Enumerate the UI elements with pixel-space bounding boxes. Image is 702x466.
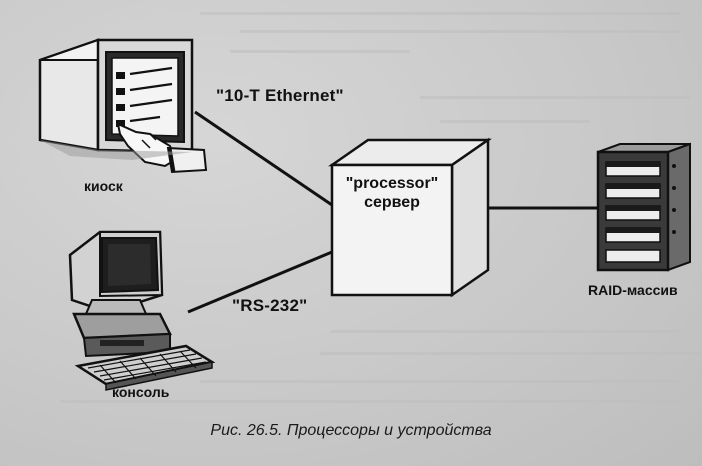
console-label: консоль: [112, 384, 170, 400]
server-label-line2: сервер: [364, 194, 420, 211]
ghost-text: [330, 330, 680, 333]
server-label: "processor" сервер: [332, 174, 452, 212]
ghost-text: [240, 30, 680, 33]
ghost-text: [230, 50, 410, 53]
console-server-line: [187, 250, 333, 314]
kiosk-server-line: [194, 110, 333, 207]
ghost-text: [200, 380, 680, 383]
rs232-label: "RS-232": [232, 296, 308, 315]
console-icon: [68, 230, 216, 391]
server-box: [328, 137, 492, 298]
ethernet-label: "10-T Ethernet": [216, 86, 344, 105]
ghost-text: [420, 96, 690, 99]
ghost-text: [440, 120, 590, 123]
kiosk-label: киоск: [84, 178, 123, 194]
ghost-text: [320, 352, 700, 355]
ghost-text: [60, 400, 680, 403]
server-label-line1: "processor": [345, 175, 439, 192]
raid-array-icon: [596, 142, 691, 272]
ghost-text: [200, 12, 680, 15]
kiosk-icon: [38, 38, 208, 174]
raid-label: RAID-массив: [588, 282, 678, 298]
figure-caption: Рис. 26.5. Процессоры и устройства: [210, 422, 492, 439]
